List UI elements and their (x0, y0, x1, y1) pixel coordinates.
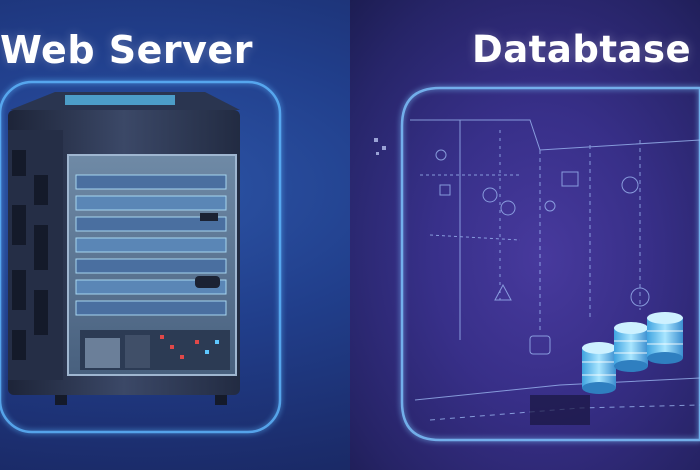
database-interior (410, 119, 700, 421)
cylinder-stack-1 (582, 342, 616, 394)
sparkle-icon (374, 138, 386, 155)
server-glow-frame (0, 80, 282, 434)
database-cylinders-icon (582, 312, 683, 394)
server-drive-bays (75, 174, 227, 316)
background-right-panel (350, 0, 700, 470)
floor-grid-icon (530, 395, 590, 425)
cylinder-stack-3 (647, 312, 683, 364)
database-glow-frame (400, 86, 700, 442)
server-rack-icon (8, 92, 240, 405)
web-server-label: Web Server (0, 28, 253, 72)
cylinder-stack-2 (614, 322, 648, 372)
database-label: Databtase (472, 28, 692, 71)
